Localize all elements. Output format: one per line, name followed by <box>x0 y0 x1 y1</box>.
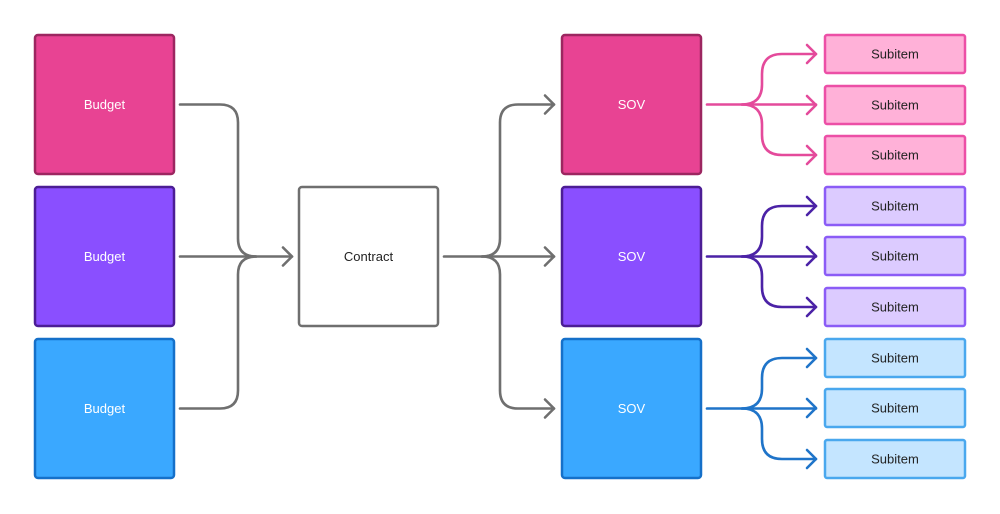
subitem-arrowhead-2-3 <box>805 296 818 318</box>
subitem-box-2-3-shape <box>823 286 967 328</box>
connector-sov-3 <box>480 255 556 410</box>
sov-box-1-shape <box>560 33 703 176</box>
subitem-box-1-1: Subitem <box>823 33 967 75</box>
budget-box-3-label: Budget <box>84 401 126 416</box>
subitem-connector-3-bottom <box>740 407 818 461</box>
budget-box-2-label: Budget <box>84 249 126 264</box>
sov-box-1: SOV <box>560 33 703 176</box>
subitem-arrowhead-1-2 <box>805 94 818 116</box>
contract-box-shape <box>297 185 440 328</box>
budget-box-2: Budget <box>33 185 176 328</box>
sov-box-2-shape <box>560 185 703 328</box>
connectors <box>178 43 818 470</box>
contract-box: Contract <box>297 185 440 328</box>
subitem-connector-3-top <box>740 356 818 410</box>
subitem-box-1-3-shape <box>823 134 967 176</box>
subitem-arrowhead-2-2 <box>805 245 818 267</box>
arrowhead-sov-3 <box>543 398 556 419</box>
subitem-arrowhead-1-3 <box>805 144 818 166</box>
subitem-connector-1-bottom <box>740 103 818 157</box>
budget-box-1-label: Budget <box>84 97 126 112</box>
budget-box-2-shape <box>33 185 176 328</box>
budget-box-1: Budget <box>33 33 176 176</box>
connector-budget-1 <box>178 103 258 258</box>
subitem-box-1-2-label: Subitem <box>871 98 919 113</box>
arrowhead-contract <box>281 246 294 267</box>
subitem-box-2-2: Subitem <box>823 235 967 277</box>
connector-sov-1 <box>480 103 556 258</box>
subitem-connector-2-bottom <box>740 255 818 309</box>
sov-box-3: SOV <box>560 337 703 480</box>
subitem-box-3-3-label: Subitem <box>871 452 919 467</box>
budget-box-3-shape <box>33 337 176 480</box>
arrowhead-sov-1 <box>543 94 556 115</box>
subitem-box-2-1: Subitem <box>823 185 967 227</box>
subitem-box-1-1-label: Subitem <box>871 47 919 62</box>
subitem-box-3-1-shape <box>823 337 967 379</box>
sov-box-2-label: SOV <box>618 249 646 264</box>
subitem-connector-2-top <box>740 204 818 258</box>
subitem-arrowhead-2-1 <box>805 195 818 217</box>
subitem-arrowhead-3-2 <box>805 397 818 419</box>
subitem-arrowhead-1-1 <box>805 43 818 65</box>
nodes: BudgetBudgetBudgetContractSOVSubitemSubi… <box>33 33 967 480</box>
subitem-box-1-1-shape <box>823 33 967 75</box>
subitem-box-3-3-shape <box>823 438 967 480</box>
subitem-box-3-3: Subitem <box>823 438 967 480</box>
budget-box-3: Budget <box>33 337 176 480</box>
subitem-arrowhead-3-3 <box>805 448 818 470</box>
sov-box-3-shape <box>560 337 703 480</box>
subitem-box-2-3: Subitem <box>823 286 967 328</box>
arrowhead-sov-2 <box>543 246 556 267</box>
sov-box-1-label: SOV <box>618 97 646 112</box>
subitem-arrowhead-3-1 <box>805 347 818 369</box>
subitem-box-1-3: Subitem <box>823 134 967 176</box>
subitem-box-2-3-label: Subitem <box>871 300 919 315</box>
subitem-box-3-2-shape <box>823 387 967 429</box>
subitem-box-3-1-label: Subitem <box>871 351 919 366</box>
subitem-box-3-2: Subitem <box>823 387 967 429</box>
connector-budget-3 <box>178 255 258 410</box>
subitem-box-1-2: Subitem <box>823 84 967 126</box>
contract-box-label: Contract <box>344 249 394 264</box>
subitem-box-2-1-shape <box>823 185 967 227</box>
subitem-box-1-3-label: Subitem <box>871 148 919 163</box>
budget-box-1-shape <box>33 33 176 176</box>
sov-box-2: SOV <box>560 185 703 328</box>
subitem-box-1-2-shape <box>823 84 967 126</box>
sov-box-3-label: SOV <box>618 401 646 416</box>
subitem-box-3-1: Subitem <box>823 337 967 379</box>
subitem-box-3-2-label: Subitem <box>871 401 919 416</box>
subitem-box-2-2-shape <box>823 235 967 277</box>
subitem-box-2-2-label: Subitem <box>871 249 919 264</box>
subitem-connector-1-top <box>740 52 818 106</box>
subitem-box-2-1-label: Subitem <box>871 199 919 214</box>
